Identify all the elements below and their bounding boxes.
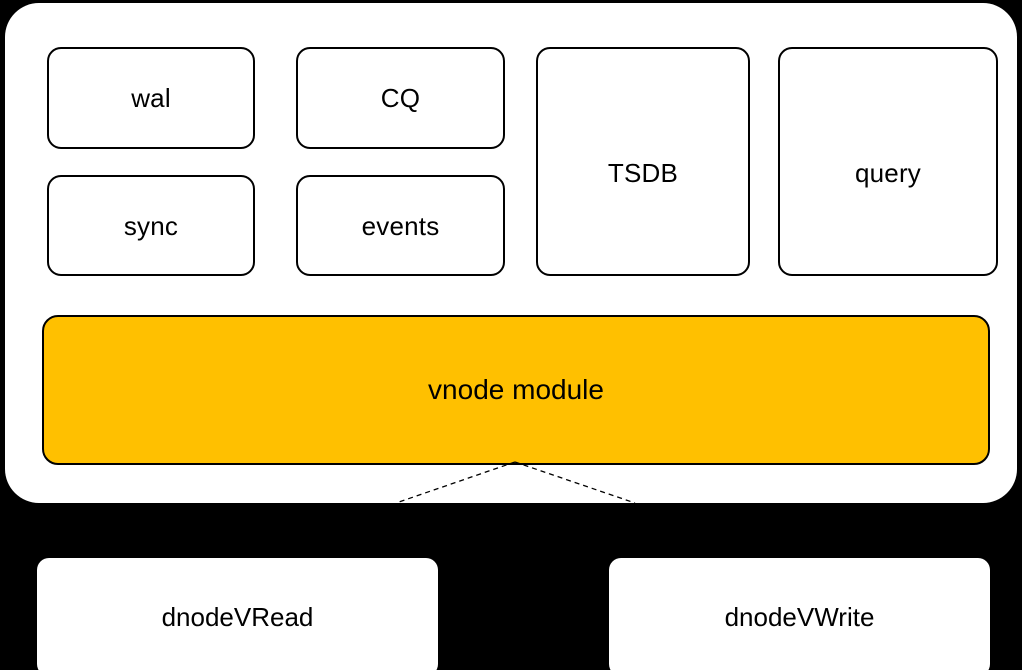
consumer-box-dnodevwrite[interactable]: dnodeVWrite bbox=[609, 558, 990, 670]
module-label-query: query bbox=[854, 157, 922, 188]
module-box-wal[interactable]: wal bbox=[47, 47, 255, 149]
module-label-tsdb: TSDB bbox=[607, 157, 679, 188]
module-box-events[interactable]: events bbox=[296, 175, 505, 276]
module-box-cq[interactable]: CQ bbox=[296, 47, 505, 149]
module-label-wal: wal bbox=[131, 83, 171, 113]
module-box-query[interactable]: query bbox=[778, 47, 998, 276]
module-box-sync[interactable]: sync bbox=[47, 175, 255, 276]
module-label-events: events bbox=[361, 210, 440, 241]
vnode-module-label: vnode module bbox=[428, 374, 604, 405]
module-box-tsdb[interactable]: TSDB bbox=[536, 47, 750, 276]
consumer-label-dnodevread: dnodeVRead bbox=[161, 601, 314, 632]
consumer-label-dnodevwrite: dnodeVWrite bbox=[724, 601, 875, 632]
consumer-box-dnodevread[interactable]: dnodeVRead bbox=[37, 558, 438, 670]
vnode-module-bar[interactable]: vnode module bbox=[42, 315, 990, 465]
module-label-sync: sync bbox=[123, 210, 179, 241]
vnode-container: wal CQ TSDB query sync events vnode modu… bbox=[5, 3, 1017, 503]
module-label-cq: CQ bbox=[380, 83, 421, 113]
